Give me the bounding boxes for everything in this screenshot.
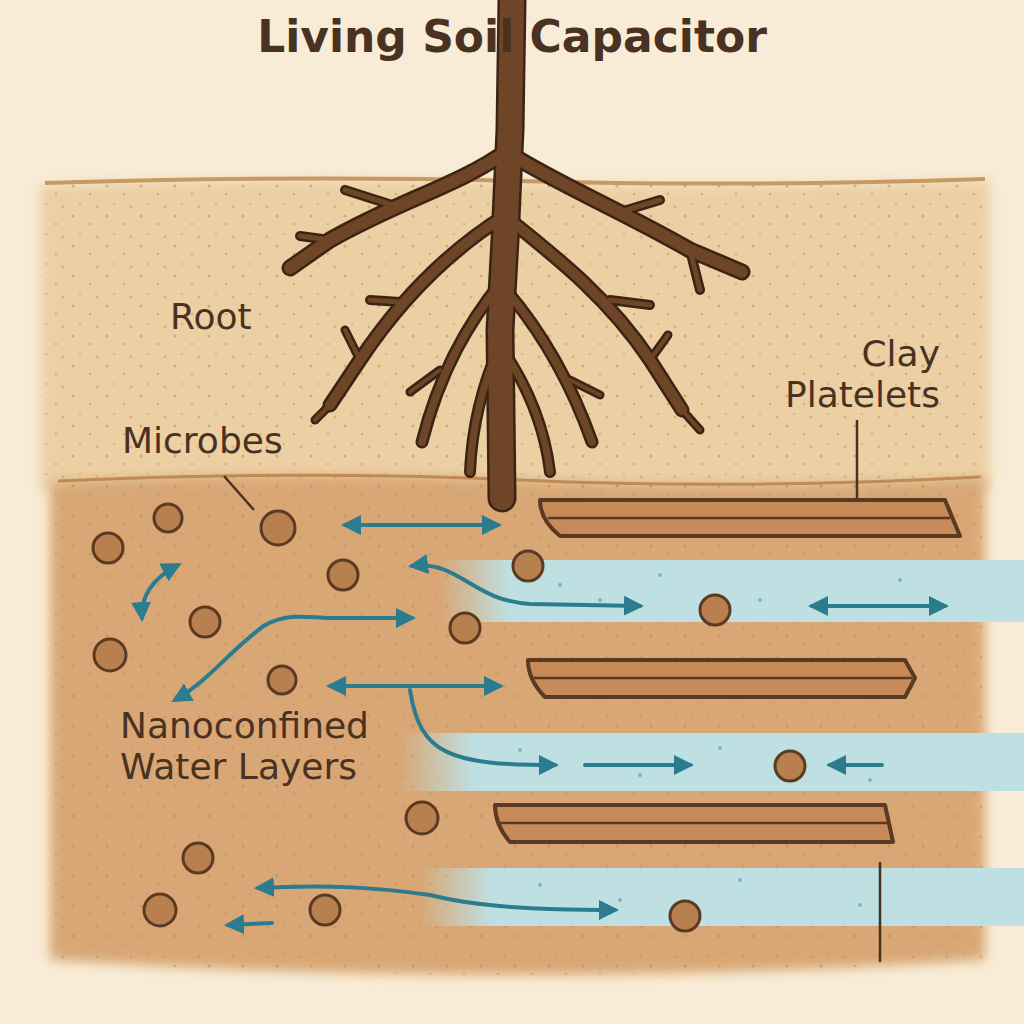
microbe [261, 511, 295, 545]
root-branch [682, 410, 700, 430]
root-branch [503, 350, 550, 472]
microbe [775, 751, 805, 781]
microbe [190, 607, 220, 637]
microbe [450, 613, 480, 643]
microbe [268, 666, 296, 694]
microbe [513, 551, 543, 581]
microbe [310, 895, 340, 925]
microbe [406, 802, 438, 834]
root-branch [370, 300, 400, 302]
microbe [183, 843, 213, 873]
root-branch [500, 0, 512, 498]
microbe [328, 560, 358, 590]
root-branch [370, 300, 400, 302]
microbe [700, 595, 730, 625]
root-label: Root [170, 296, 310, 337]
root-branch [345, 190, 392, 205]
root-branch [345, 330, 360, 360]
root-branch [650, 335, 668, 360]
root-branch [510, 220, 682, 410]
root-branch [690, 250, 700, 290]
microbe [93, 533, 123, 563]
microbe [94, 639, 126, 671]
diagram-title: Living Soil Capacitor [0, 12, 1024, 63]
root-branch [650, 335, 668, 360]
root-branch [315, 405, 330, 420]
clay-label: Clay Platelets [740, 333, 940, 416]
root-branch [510, 220, 682, 410]
microbe [670, 901, 700, 931]
root-branch [410, 370, 440, 392]
root-branch [620, 200, 660, 212]
root-branch [570, 380, 600, 395]
root-branch [315, 405, 330, 420]
microbes-label: Microbes [122, 420, 322, 461]
root-branch [610, 300, 650, 305]
root-branch [506, 290, 592, 442]
water-label: Nanoconfined Water Layers [120, 705, 410, 788]
root-branch [345, 190, 392, 205]
root-branch [610, 300, 650, 305]
microbe [144, 894, 176, 926]
root-branch [470, 345, 500, 472]
root-branch [620, 200, 660, 212]
root-branch [300, 236, 330, 240]
root-branch [290, 150, 508, 268]
root-branch [682, 410, 700, 430]
root-branch [290, 150, 508, 268]
root-branch [500, 0, 512, 498]
root-branch [345, 330, 360, 360]
microbe [154, 504, 182, 532]
